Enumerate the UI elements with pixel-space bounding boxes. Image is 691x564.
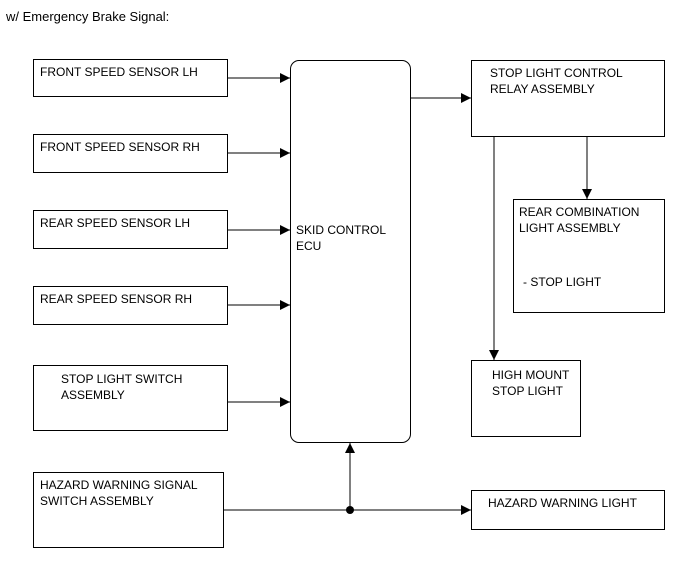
stop-light-control-relay-box: STOP LIGHT CONTROL RELAY ASSEMBLY xyxy=(471,60,665,137)
rear-combo-label-1: REAR COMBINATION xyxy=(519,205,640,219)
high-mount-label-2: STOP LIGHT xyxy=(492,384,563,398)
relay-label-2: RELAY ASSEMBLY xyxy=(490,82,595,96)
rear-combo-label-2: LIGHT ASSEMBLY xyxy=(519,221,621,235)
stop-light-switch-label-1: STOP LIGHT SWITCH xyxy=(61,372,183,386)
hazard-warning-switch-box: HAZARD WARNING SIGNAL SWITCH ASSEMBLY xyxy=(33,472,224,548)
rear-combination-light-box: REAR COMBINATION LIGHT ASSEMBLY - STOP L… xyxy=(513,199,665,313)
junction-dot xyxy=(346,506,354,514)
rear-speed-sensor-lh-box: REAR SPEED SENSOR LH xyxy=(33,210,228,249)
high-mount-label-1: HIGH MOUNT xyxy=(492,368,570,382)
front-speed-sensor-rh-label: FRONT SPEED SENSOR RH xyxy=(40,140,200,154)
ecu-label-1: SKID CONTROL xyxy=(296,223,387,237)
hazard-warning-light-label: HAZARD WARNING LIGHT xyxy=(488,496,637,510)
front-speed-sensor-lh-label: FRONT SPEED SENSOR LH xyxy=(40,65,198,79)
hazard-warning-switch-label-2: SWITCH ASSEMBLY xyxy=(40,494,154,508)
skid-control-ecu-box: SKID CONTROL ECU xyxy=(290,60,411,443)
rear-combo-label-3: - STOP LIGHT xyxy=(523,275,602,289)
diagram-caption: w/ Emergency Brake Signal: xyxy=(6,9,170,24)
hazard-warning-light-box: HAZARD WARNING LIGHT xyxy=(471,490,665,530)
front-speed-sensor-lh-box: FRONT SPEED SENSOR LH xyxy=(33,59,228,97)
relay-label-1: STOP LIGHT CONTROL xyxy=(490,66,623,80)
stop-light-switch-box: STOP LIGHT SWITCH ASSEMBLY xyxy=(33,365,228,431)
rear-speed-sensor-rh-label: REAR SPEED SENSOR RH xyxy=(40,292,193,306)
stop-light-switch-label-2: ASSEMBLY xyxy=(61,388,125,402)
front-speed-sensor-rh-box: FRONT SPEED SENSOR RH xyxy=(33,134,228,173)
ecu-label-2: ECU xyxy=(296,239,322,253)
hazard-warning-switch-label-1: HAZARD WARNING SIGNAL xyxy=(40,478,198,492)
rear-speed-sensor-lh-label: REAR SPEED SENSOR LH xyxy=(40,216,191,230)
high-mount-stop-light-box: HIGH MOUNT STOP LIGHT xyxy=(471,360,581,437)
rear-speed-sensor-rh-box: REAR SPEED SENSOR RH xyxy=(33,286,228,325)
